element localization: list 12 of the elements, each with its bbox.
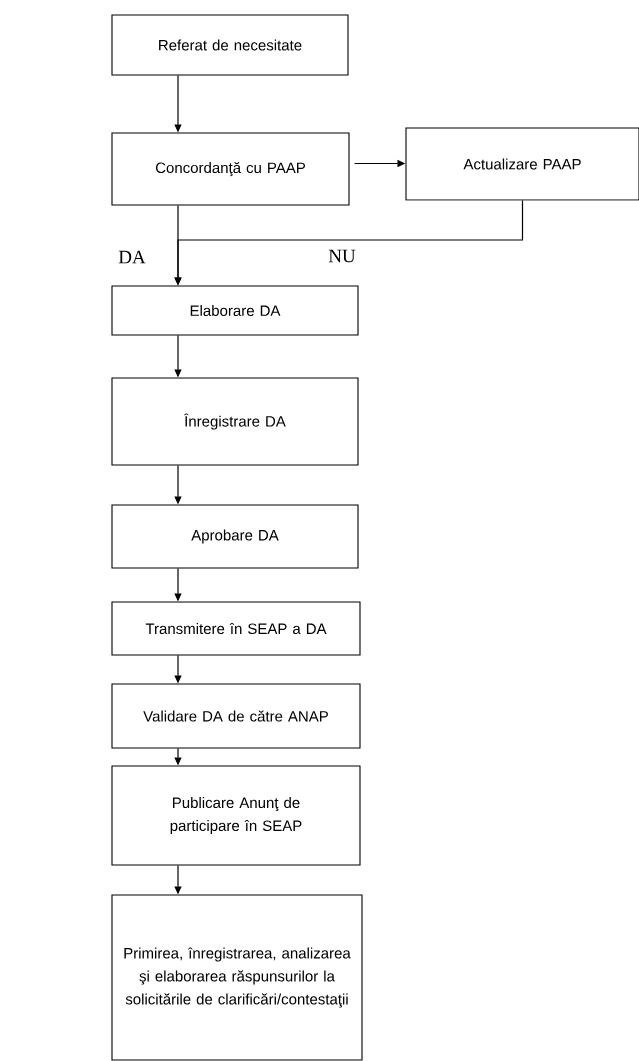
edge-label: NU <box>327 248 357 264</box>
process-box: Transmitere în SEAP a DA <box>111 601 361 656</box>
process-box: Referat de necesitate <box>111 14 349 76</box>
edge-label: DA <box>117 249 147 265</box>
process-box: Primirea, înregistrarea, analizarea şi elaborarea răspunsurilor la solicitările de clarificări/contestaţii <box>111 894 363 1061</box>
process-box: Actualizare PAAP <box>405 127 639 201</box>
process-box: Concordanţă cu PAAP <box>111 132 350 206</box>
process-box: Publicare Anunţ de participare în SEAP <box>111 765 361 866</box>
process-box: Aprobare DA <box>111 504 359 569</box>
process-box: Validare DA de către ANAP <box>111 683 361 749</box>
process-box: Elaborare DA <box>111 285 359 336</box>
process-box: Înregistrare DA <box>111 377 359 466</box>
